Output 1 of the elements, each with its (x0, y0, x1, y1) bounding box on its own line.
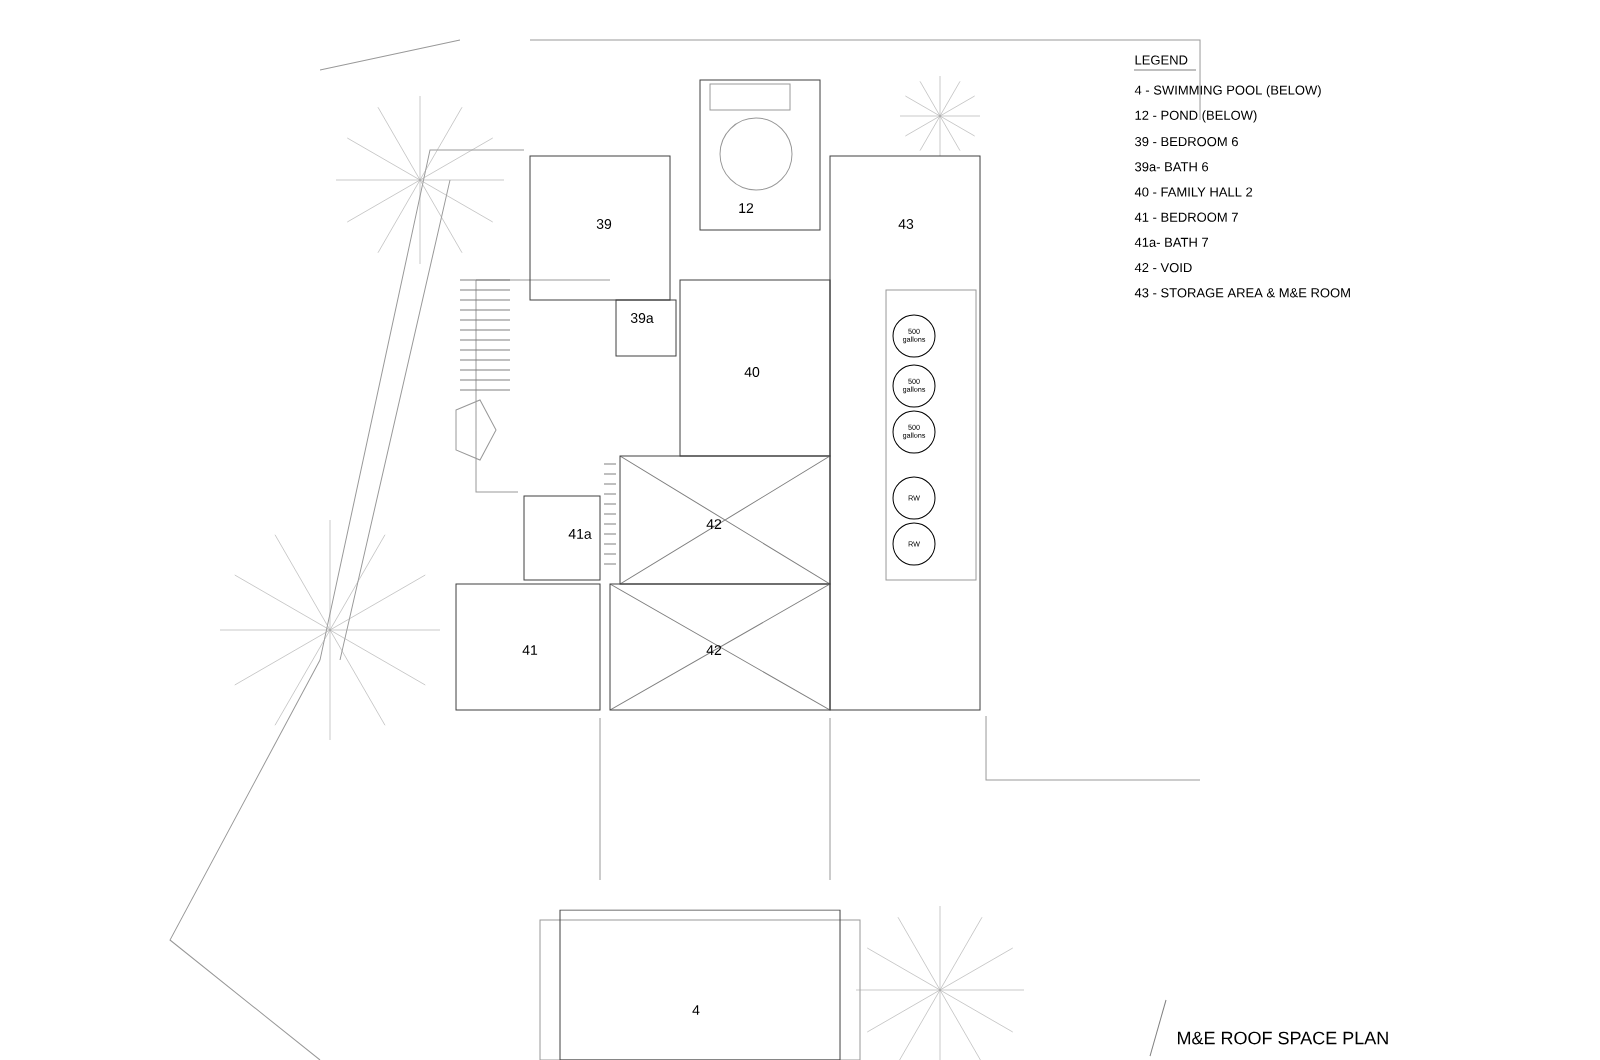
drawing-title: M&E ROOF SPACE PLAN (1178, 1031, 1388, 1045)
